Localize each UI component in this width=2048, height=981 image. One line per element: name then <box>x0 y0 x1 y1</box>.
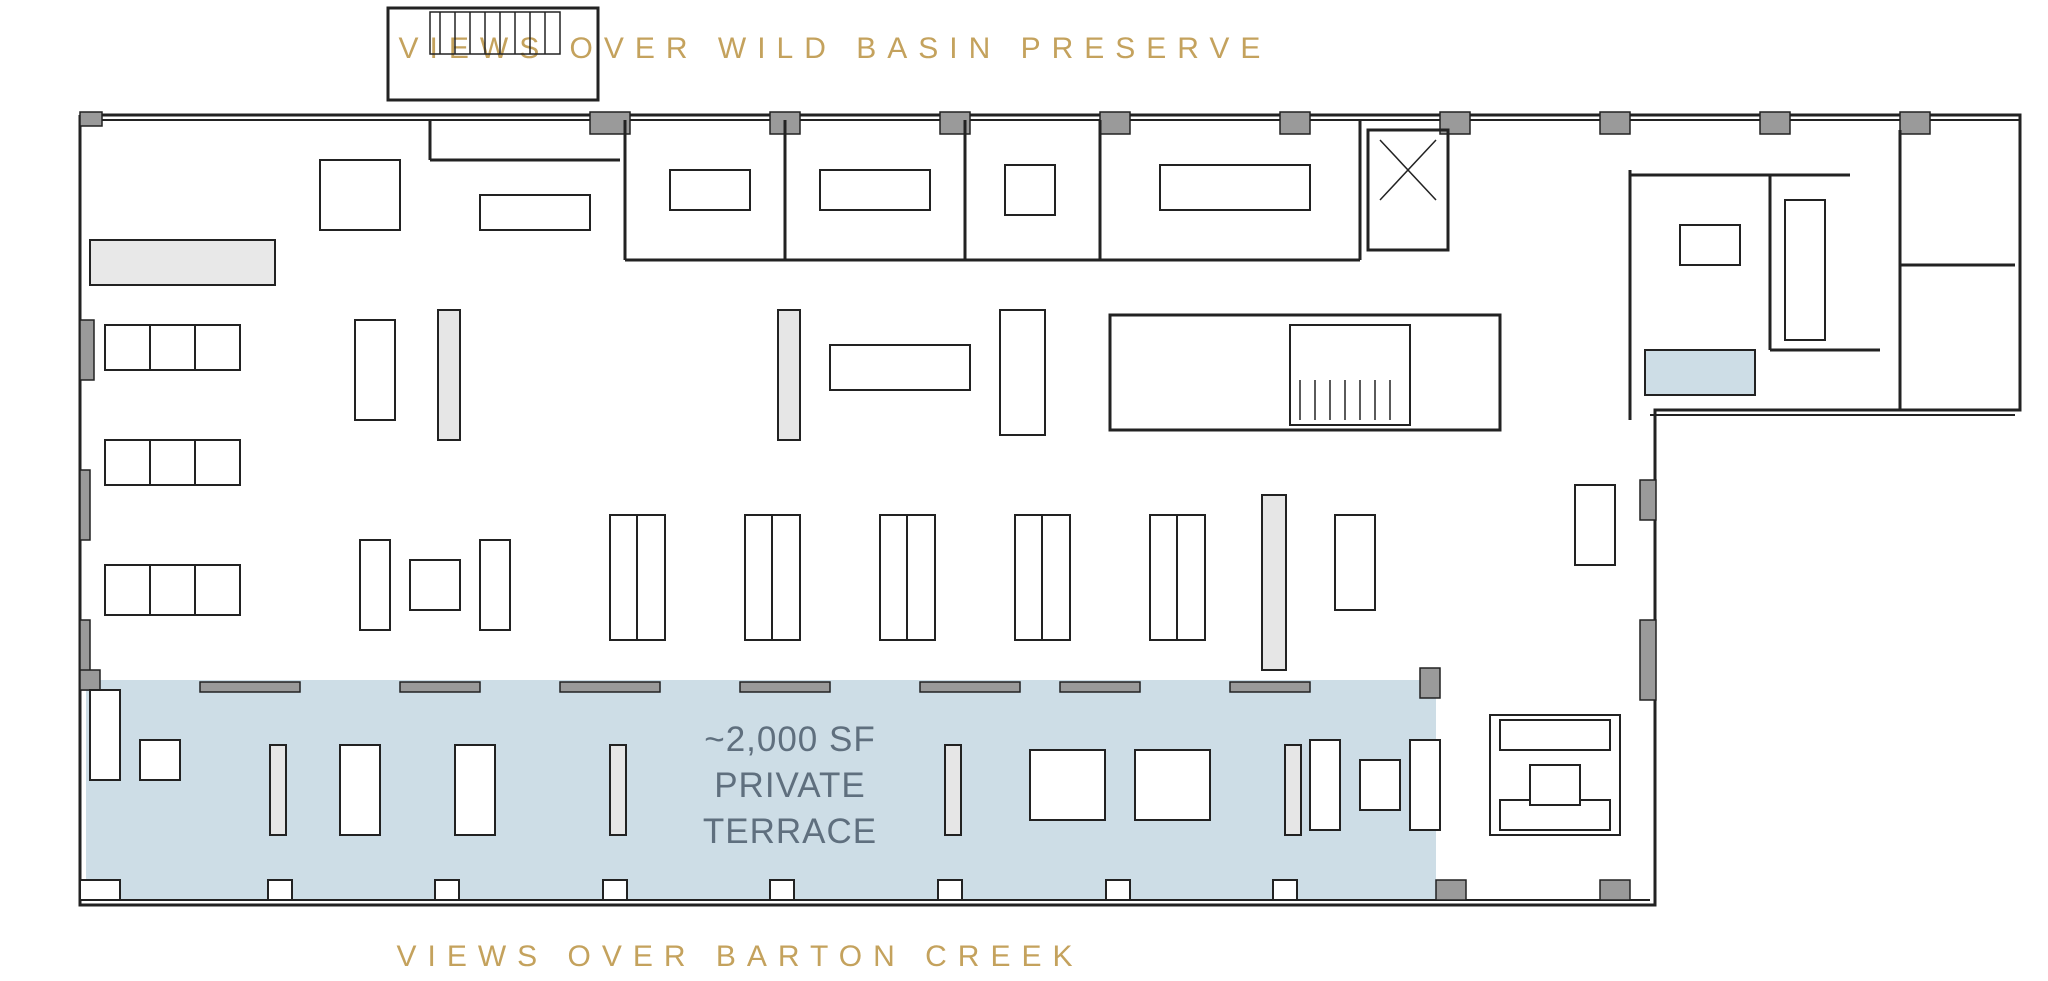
conference-tables <box>319 159 1311 231</box>
alcove-fill <box>1644 349 1756 396</box>
bench-desks <box>354 319 1376 641</box>
lounge-seating <box>89 539 1621 836</box>
bottom-view-label: VIEWS OVER BARTON CREEK <box>396 940 1084 973</box>
exterior-walls <box>78 113 2022 907</box>
restroom-block <box>1628 130 2015 420</box>
structural-columns <box>79 111 1931 901</box>
terrace-label-name: TERRACE <box>702 812 878 851</box>
top-view-label: VIEWS OVER WILD BASIN PRESERVE <box>398 32 1272 65</box>
reception-desk <box>1574 484 1616 566</box>
terrace-tables <box>339 744 1211 836</box>
terrace-columns <box>79 879 1298 901</box>
stair-north <box>386 6 620 162</box>
stair-core <box>999 309 1502 436</box>
meeting-rooms <box>623 120 1450 262</box>
workstations-west <box>89 239 276 616</box>
terrace-label-area: ~2,000 SF <box>704 720 876 759</box>
terrace-label-type: PRIVATE <box>714 766 866 805</box>
planters <box>269 309 1302 836</box>
